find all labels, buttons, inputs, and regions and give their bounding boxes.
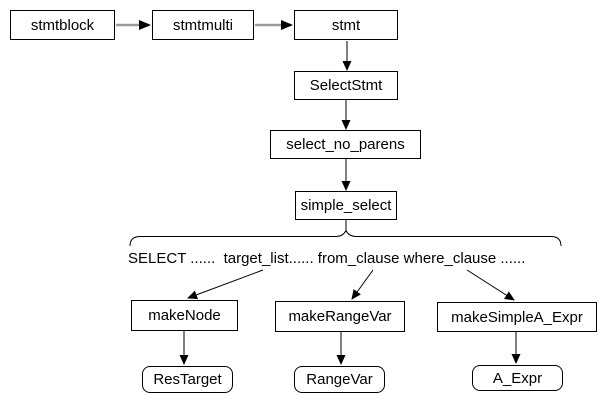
arrow-target-list-to-makenode: [187, 269, 264, 300]
node-makesimplea-expr: makeSimpleA_Expr: [437, 302, 597, 332]
node-rangevar: RangeVar: [294, 366, 385, 393]
expansion-rule-text: SELECT ...... target_list...... from_cla…: [128, 250, 526, 267]
node-makenode: makeNode: [131, 300, 238, 331]
brace-expansion: [129, 229, 562, 247]
node-stmtmulti: stmtmulti: [152, 10, 254, 40]
node-stmt: stmt: [294, 10, 398, 40]
arrow-from-clause-to-makerangevar: [351, 269, 374, 300]
node-select-no-parens: select_no_parens: [270, 130, 421, 159]
node-simple-select: simple_select: [295, 191, 397, 220]
node-a-expr: A_Expr: [472, 365, 563, 391]
node-selectstmt: SelectStmt: [294, 71, 398, 100]
node-restarget: ResTarget: [142, 366, 233, 393]
node-makerangevar: makeRangeVar: [275, 301, 405, 332]
arrow-where-clause-to-makesimplea-expr: [466, 269, 515, 301]
node-stmtblock: stmtblock: [10, 10, 115, 40]
